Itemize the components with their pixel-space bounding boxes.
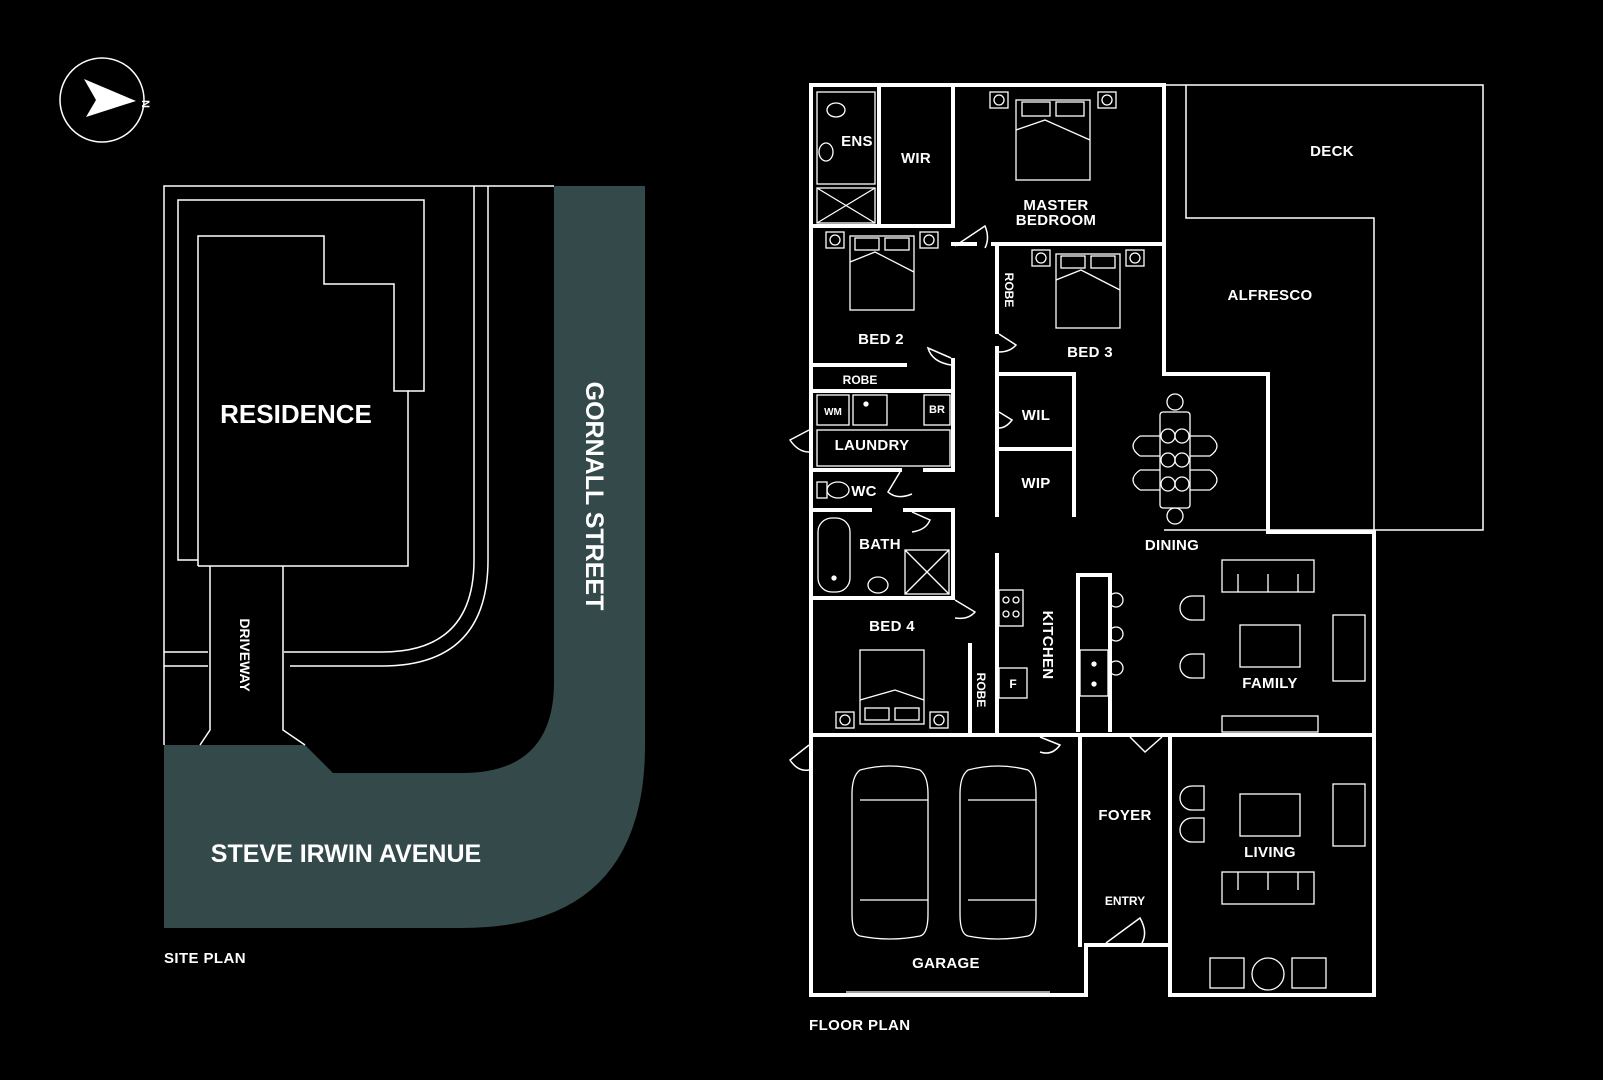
master-bed-icon [989,91,1117,181]
floor-plan: ENS WIR MASTER BEDROOM DECK BED 2 ROBE B… [788,83,1484,1034]
laundry-fixtures [816,394,951,467]
room-label-bath: BATH [859,536,901,553]
compass-north-letter: N [139,100,151,108]
room-label-wir: WIR [901,150,931,167]
bath-shower-icon [904,549,950,595]
laundry-tile-area [816,429,951,467]
toilet-icon [826,481,850,499]
laundry-tub-icon [852,394,888,426]
room-label-bedroom: BEDROOM [1016,212,1096,229]
room-label-robe-bed2: ROBE [843,373,878,387]
road-area [164,186,645,928]
outer-walls [809,83,1376,997]
lot-boundary [163,185,554,745]
north-arrow-icon [84,79,136,117]
room-label-ens: ENS [841,133,873,150]
bed2-bed-icon [825,231,939,311]
family-armchair-icon [1332,614,1366,682]
living-furniture [1179,783,1366,991]
sink-icon [1079,649,1109,697]
room-label-wc: WC [851,483,877,500]
room-label-laundry: LAUNDRY [835,437,910,454]
bathtub-icon [817,517,851,593]
bed3-bed-icon [1031,249,1145,329]
wc-fixtures [816,481,850,499]
garage-cars [846,765,1050,993]
room-label-fridge: F [1009,677,1016,691]
room-label-wip: WIP [1021,475,1050,492]
living-armchair-icon [1332,783,1366,847]
room-label-foyer: FOYER [1098,807,1151,824]
interior-walls [813,87,1376,947]
room-label-entry: ENTRY [1105,894,1145,908]
car-left-icon [851,765,929,940]
dining-table-icon [1132,393,1218,525]
washing-machine-icon [816,394,850,426]
broom-cupboard-icon [923,394,951,426]
family-tv-unit-icon [1221,715,1319,733]
room-label-br: BR [929,404,945,416]
driveway-label: DRIVEWAY [237,618,253,692]
room-label-family: FAMILY [1242,675,1297,692]
fridge-icon [998,667,1028,699]
room-label-deck: DECK [1310,143,1354,160]
site-plan: RESIDENCE DRIVEWAY GORNALL STREET STEVE … [163,185,645,967]
driveway-right-edge [282,566,306,746]
residence-outline [197,235,409,567]
cooktop-icon [998,589,1024,627]
family-coffee-table-icon [1239,624,1301,668]
site-plan-caption: SITE PLAN [164,950,246,967]
ensuite-tile-area [816,91,876,185]
living-chair-left-icon [1209,957,1245,989]
room-labels: ENS WIR MASTER BEDROOM DECK BED 2 ROBE B… [824,133,1354,972]
room-label-kitchen: KITCHEN [1039,611,1056,680]
footpath-outer [290,186,489,667]
compass-ring [59,57,145,143]
footpath-inner [284,186,475,653]
room-label-wil: WIL [1022,407,1050,424]
driveway-left-edge [199,566,211,746]
room-label-dining: DINING [1145,537,1199,554]
room-label-bed2: BED 2 [858,331,904,348]
ensuite-shower-icon [816,187,876,224]
room-label-robe-bed4: ROBE [974,673,988,708]
ensuite-fixtures [816,91,876,224]
alfresco-outline [1185,85,1375,530]
residence-label: RESIDENCE [220,399,372,429]
room-label-master: MASTER [1023,197,1088,214]
compass: N [59,57,151,143]
door-swings [788,224,1163,944]
living-coffee-table-icon [1239,793,1301,837]
bath-basin-icon [867,576,889,594]
room-label-living: LIVING [1244,844,1296,861]
kitchen-fixtures [998,589,1124,699]
bathroom-fixtures [817,517,950,595]
floor-plan-caption: FLOOR PLAN [809,1017,911,1034]
family-furniture [1179,559,1366,733]
room-label-alfresco: ALFRESCO [1228,287,1313,304]
car-right-icon [959,765,1037,940]
living-side-table-icon [1251,957,1285,991]
room-label-wm: WM [824,407,842,418]
living-chair-right-icon [1291,957,1327,989]
room-label-bed4: BED 4 [869,618,915,635]
gornall-street-label: GORNALL STREET [580,382,608,611]
ensuite-toilet-icon [826,102,846,118]
residence-roofline [177,199,425,561]
room-label-robe-bed3: ROBE [1002,273,1016,308]
room-label-garage: GARAGE [912,955,980,972]
room-label-bed3: BED 3 [1067,344,1113,361]
bed4-bed-icon [835,649,949,729]
steve-irwin-avenue-label: STEVE IRWIN AVENUE [211,840,481,868]
ensuite-basin-icon [818,142,834,162]
